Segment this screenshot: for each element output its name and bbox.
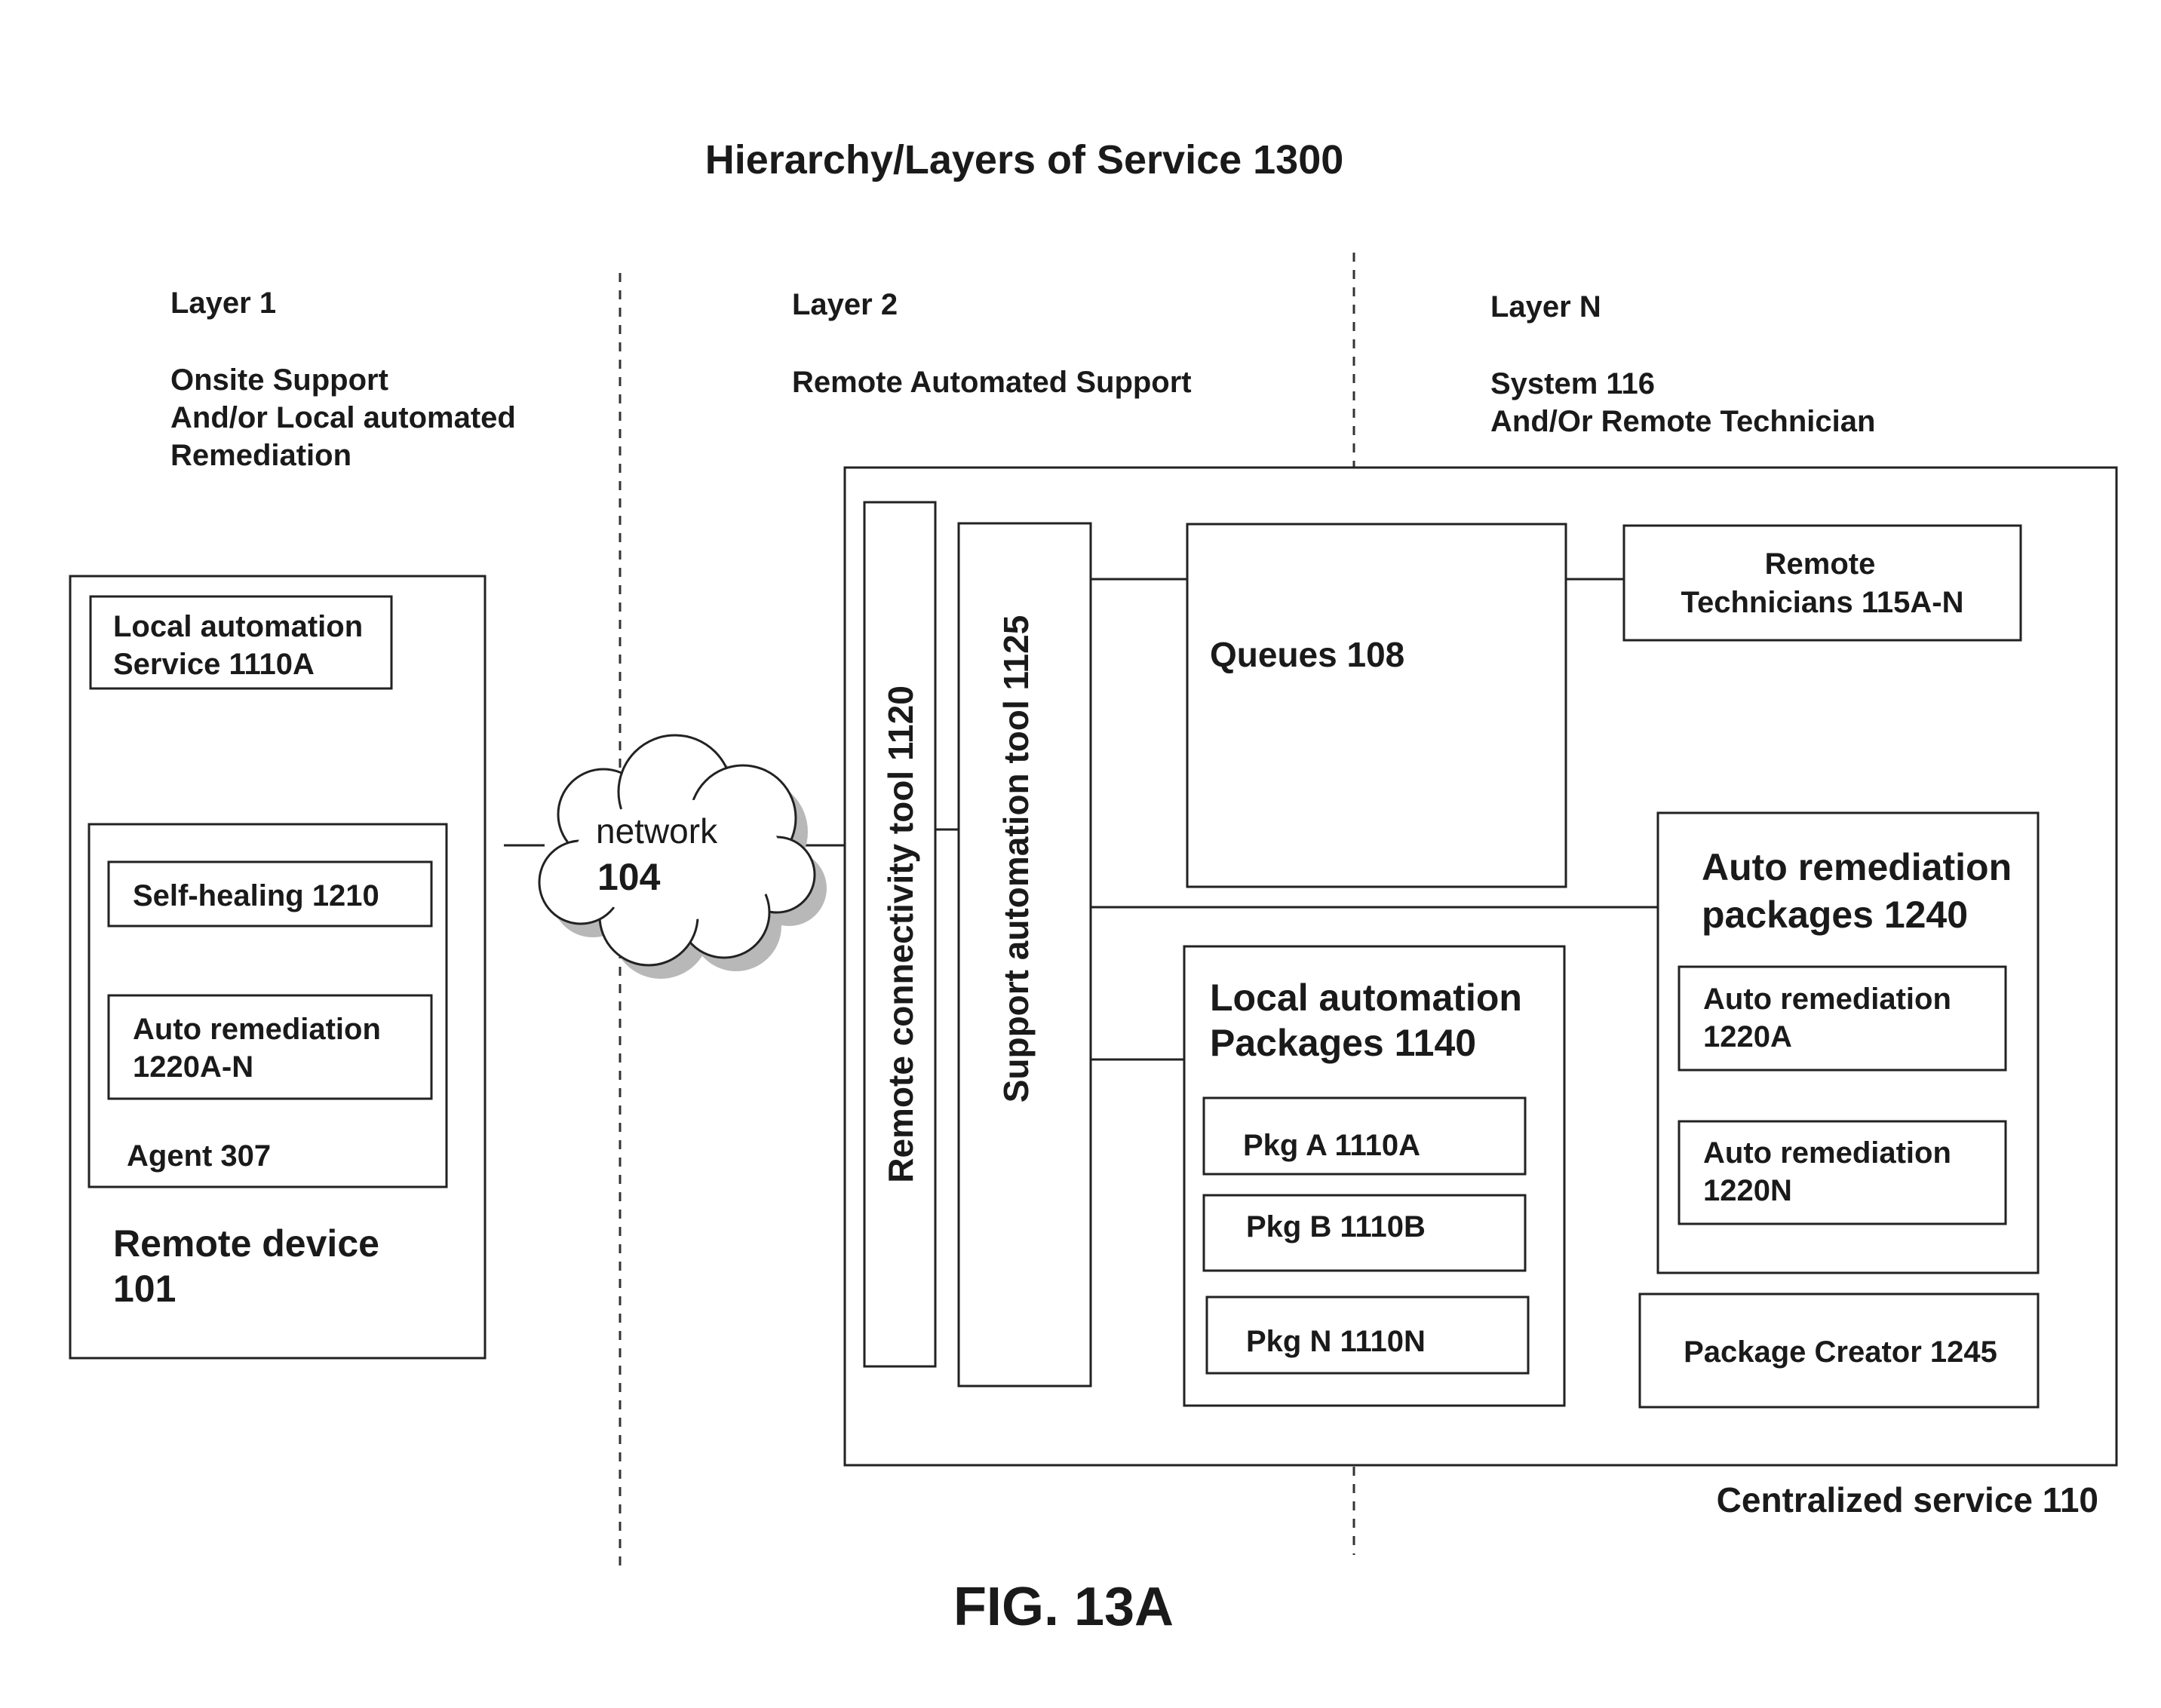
remote-technicians-box: [1624, 526, 2021, 640]
network-label-line-2: 104: [597, 856, 661, 898]
auto-remediation-1220n-line-1: Auto remediation: [1703, 1136, 1951, 1170]
queues-box: [1187, 524, 1566, 887]
remote-connectivity-tool-label: Remote connectivity tool 1120: [881, 685, 920, 1183]
layer-1-desc-line-1: Onsite Support: [170, 363, 388, 397]
remote-device-label-line-1: Remote device: [113, 1222, 379, 1265]
local-packages-title-line-1: Local automation: [1210, 977, 1522, 1019]
network-cloud: network 104: [539, 735, 827, 979]
auto-remediation-1220a-line-2: 1220A: [1703, 1020, 1792, 1053]
local-automation-service-line-1: Local automation: [113, 610, 363, 643]
agent-label: Agent 307: [127, 1139, 271, 1173]
package-n-label: Pkg N 1110N: [1246, 1325, 1426, 1358]
auto-remediation-packages-title-line-2: packages 1240: [1702, 894, 1968, 936]
package-b-label: Pkg B 1110B: [1246, 1210, 1426, 1243]
layer-n-desc-line-2: And/Or Remote Technician: [1490, 405, 1875, 438]
layer-1-heading: Layer 1 Onsite Support And/or Local auto…: [170, 287, 516, 472]
layer-1-desc-line-3: Remediation: [170, 439, 351, 472]
local-automation-service-line-2: Service 1110A: [113, 648, 315, 681]
queues-label: Queues 108: [1210, 635, 1404, 674]
centralized-service-box: Remote connectivity tool 1120 Support au…: [845, 468, 2116, 1519]
layer-2-title: Layer 2: [792, 288, 898, 321]
package-a-label: Pkg A 1110A: [1243, 1129, 1420, 1162]
layer-n-heading: Layer N System 116 And/Or Remote Technic…: [1490, 290, 1875, 438]
diagram-title: Hierarchy/Layers of Service 1300: [705, 137, 1344, 182]
centralized-service-label: Centralized service 110: [1717, 1480, 2098, 1519]
layer-n-title: Layer N: [1490, 290, 1601, 324]
local-packages-title-line-2: Packages 1140: [1210, 1022, 1476, 1064]
layer-2-heading: Layer 2 Remote Automated Support: [792, 288, 1192, 399]
auto-remediation-1220n-line-2: 1220N: [1703, 1174, 1792, 1207]
agent-auto-remediation-line-1: Auto remediation: [133, 1013, 381, 1046]
network-label-line-1: network: [596, 811, 718, 851]
layer-1-title: Layer 1: [170, 287, 276, 320]
support-automation-tool-label: Support automation tool 1125: [996, 615, 1036, 1103]
layer-2-desc-line-1: Remote Automated Support: [792, 366, 1192, 399]
figure-label: FIG. 13A: [953, 1577, 1174, 1637]
package-creator-label: Package Creator 1245: [1684, 1335, 1997, 1369]
layer-1-desc-line-2: And/or Local automated: [170, 401, 516, 434]
agent-auto-remediation-line-2: 1220A-N: [133, 1050, 253, 1084]
remote-technicians-line-1: Remote: [1765, 547, 1876, 581]
remote-technicians-line-2: Technicians 115A-N: [1681, 586, 1964, 619]
remote-device-label-line-2: 101: [113, 1268, 176, 1310]
auto-remediation-packages-title-line-1: Auto remediation: [1702, 846, 2012, 888]
self-healing-label: Self-healing 1210: [133, 879, 379, 912]
remote-device-box: Local automation Service 1110A Self-heal…: [70, 576, 485, 1358]
auto-remediation-1220a-line-1: Auto remediation: [1703, 983, 1951, 1016]
layer-n-desc-line-1: System 116: [1490, 367, 1655, 400]
